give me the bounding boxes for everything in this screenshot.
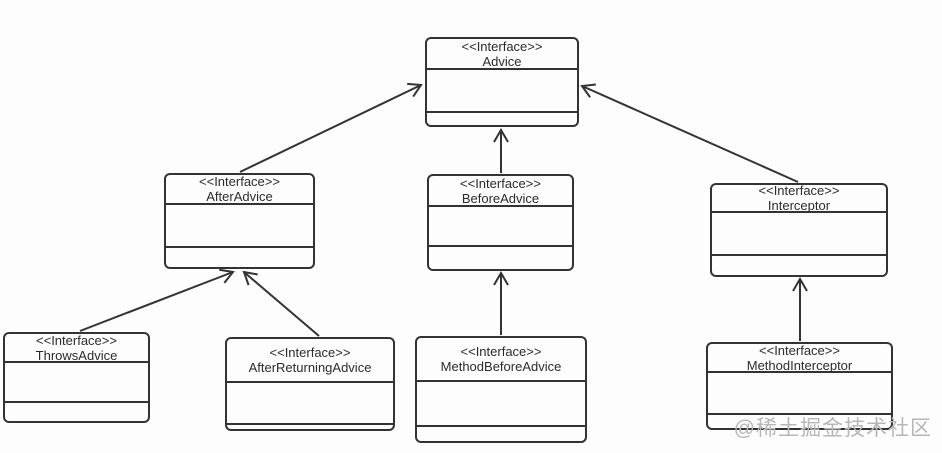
- operations-compartment: [427, 113, 577, 125]
- attributes-compartment: [417, 382, 585, 427]
- class-box-method-before-advice: <<Interface>> MethodBeforeAdvice: [415, 336, 587, 443]
- attributes-compartment: [712, 213, 886, 256]
- title-compartment: <<Interface>> AfterReturningAdvice: [227, 339, 393, 383]
- interface-name: AfterAdvice: [206, 189, 273, 204]
- title-compartment: <<Interface>> MethodInterceptor: [708, 342, 891, 373]
- edge-afterreturningadvice-to-afteradvice: [242, 270, 320, 337]
- attributes-compartment: [708, 373, 891, 415]
- stereotype-label: <<Interface>>: [460, 175, 541, 191]
- title-compartment: <<Interface>> BeforeAdvice: [429, 176, 572, 207]
- class-box-before-advice: <<Interface>> BeforeAdvice: [427, 174, 574, 271]
- stereotype-label: <<Interface>>: [461, 38, 543, 54]
- stereotype-label: <<Interface>>: [758, 183, 840, 198]
- operations-compartment: [5, 403, 148, 421]
- interface-name: Advice: [482, 53, 522, 69]
- interface-name: AfterReturningAdvice: [248, 360, 372, 375]
- attributes-compartment: [429, 207, 572, 247]
- attributes-compartment: [427, 70, 577, 113]
- watermark-text: @稀土掘金技术社区: [733, 417, 932, 440]
- operations-compartment: [227, 425, 393, 429]
- attributes-compartment: [5, 363, 148, 403]
- title-compartment: <<Interface>> Interceptor: [712, 183, 886, 213]
- class-box-method-interceptor: <<Interface>> MethodInterceptor: [706, 342, 893, 430]
- title-compartment: <<Interface>> Advice: [427, 39, 577, 70]
- operations-compartment: [712, 256, 886, 275]
- stereotype-label: <<Interface>>: [460, 344, 542, 359]
- title-compartment: <<Interface>> AfterAdvice: [166, 174, 313, 205]
- operations-compartment: [429, 247, 572, 269]
- stereotype-label: <<Interface>>: [199, 174, 280, 189]
- operations-compartment: [417, 427, 585, 441]
- class-box-after-returning-advice: <<Interface>> AfterReturningAdvice: [225, 337, 395, 431]
- stereotype-label: <<Interface>>: [269, 345, 351, 360]
- operations-compartment: [166, 248, 313, 267]
- class-box-after-advice: <<Interface>> AfterAdvice: [164, 173, 315, 269]
- interface-name: ThrowsAdvice: [35, 347, 118, 363]
- attributes-compartment: [227, 383, 393, 425]
- edge-afteradvice-to-advice: [239, 82, 423, 173]
- title-compartment: <<Interface>> ThrowsAdvice: [5, 332, 148, 363]
- title-compartment: <<Interface>> MethodBeforeAdvice: [417, 338, 585, 382]
- attributes-compartment: [166, 205, 313, 248]
- stereotype-label: <<Interface>>: [36, 332, 117, 348]
- edge-throwsadvice-to-afteradvice: [79, 268, 235, 332]
- interface-name: MethodInterceptor: [746, 357, 853, 373]
- interface-name: Interceptor: [767, 198, 831, 213]
- stereotype-label: <<Interface>>: [759, 342, 840, 358]
- interface-name: BeforeAdvice: [461, 190, 540, 206]
- interface-name: MethodBeforeAdvice: [440, 359, 562, 374]
- class-box-advice: <<Interface>> Advice: [425, 37, 579, 127]
- class-box-throws-advice: <<Interface>> ThrowsAdvice: [3, 332, 150, 423]
- edge-interceptor-to-advice: [580, 83, 799, 183]
- class-box-interceptor: <<Interface>> Interceptor: [710, 183, 888, 277]
